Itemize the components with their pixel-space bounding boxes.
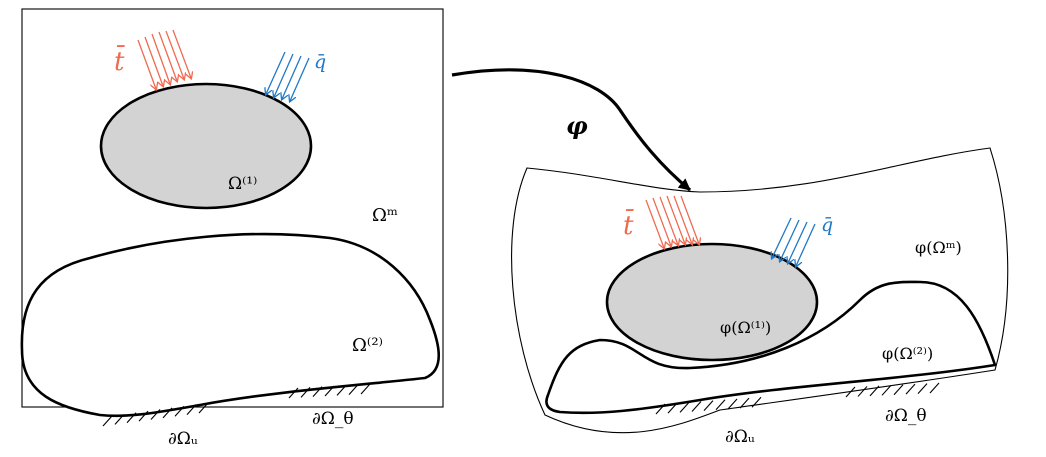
- deformed-inclusion-1: [605, 242, 819, 362]
- hatch-tick: [126, 412, 137, 424]
- reference-heat-flux-arrows: [266, 51, 310, 101]
- reference-domain-box: [21, 8, 444, 408]
- hatch-tick: [198, 402, 209, 414]
- reference-hatching: [102, 383, 371, 427]
- hatch-tick: [667, 402, 678, 414]
- mapping-label: φ: [566, 111, 588, 140]
- deformed-temperature-boundary-label: ∂Ω_θ: [885, 406, 927, 426]
- deformed-heat-flux-arrows: [772, 217, 816, 266]
- reference-displacement-boundary-label: ∂Ωᵤ: [168, 429, 198, 449]
- reference-inclusion-2-label: Ω⁽²⁾: [352, 335, 383, 356]
- reference-heat-flux-label: q̄: [314, 51, 326, 73]
- deformed-configuration: t̄ q̄ φ(Ωᵐ) φ(Ω⁽¹⁾) φ(Ω⁽²⁾) ∂Ωᵤ ∂Ω_θ: [511, 147, 1009, 447]
- reference-temperature-boundary-label: ∂Ω_θ: [312, 409, 354, 429]
- hatch-tick: [751, 396, 762, 408]
- hatch-tick: [138, 410, 149, 422]
- reference-inclusion-1-label: Ω⁽¹⁾: [228, 174, 257, 194]
- hatch-tick: [348, 384, 359, 396]
- hatch-tick: [288, 387, 299, 399]
- hatch-tick: [739, 397, 750, 409]
- hatch-tick: [150, 409, 161, 420]
- hatch-tick: [845, 386, 856, 398]
- hatch-tick: [715, 399, 726, 411]
- mapping-arrow: [451, 68, 692, 192]
- hatch-tick: [336, 384, 347, 396]
- deformed-hatching: [655, 382, 940, 415]
- deformed-matrix-label: φ(Ωᵐ): [915, 238, 962, 257]
- deformed-heat-flux-label: q̄: [821, 214, 833, 236]
- hatch-tick: [360, 383, 371, 395]
- reference-inclusion-1: [99, 82, 313, 210]
- deformed-inclusion-1-label: φ(Ω⁽¹⁾): [720, 318, 771, 337]
- hatch-tick: [102, 415, 113, 427]
- hatch-tick: [917, 383, 928, 394]
- deformed-domain-outline: [511, 147, 1009, 434]
- hatch-tick: [905, 383, 916, 395]
- hatch-tick: [312, 386, 323, 398]
- reference-matrix-label: Ωᵐ: [372, 205, 398, 226]
- hatch-tick: [881, 384, 892, 396]
- deformed-inclusion-2-label: φ(Ω⁽²⁾): [882, 344, 933, 363]
- hatch-tick: [655, 403, 666, 415]
- hatch-tick: [893, 384, 904, 396]
- hatch-tick: [114, 414, 125, 425]
- reference-inclusion-2: [20, 232, 440, 418]
- reference-traction-arrows: [137, 29, 191, 89]
- hatch-tick: [727, 398, 738, 410]
- deformed-inclusion-2: [545, 280, 997, 415]
- hatch-tick: [174, 405, 185, 417]
- hatch-tick: [691, 401, 702, 412]
- reference-configuration: t̄ q̄ Ω⁽¹⁾ Ωᵐ Ω⁽²⁾ ∂Ωᵤ ∂Ω_θ: [20, 8, 444, 449]
- hatch-tick: [703, 400, 714, 412]
- hatch-tick: [679, 401, 690, 413]
- deformed-traction-label: t̄: [623, 208, 635, 241]
- hatch-tick: [162, 407, 173, 419]
- hatch-tick: [324, 385, 335, 397]
- hatch-tick: [186, 404, 197, 415]
- deformed-displacement-boundary-label: ∂Ωᵤ: [725, 427, 755, 447]
- hatch-tick: [929, 382, 940, 394]
- hatch-tick: [300, 386, 311, 398]
- reference-traction-label: t̄: [114, 44, 126, 77]
- hatch-tick: [869, 385, 880, 397]
- hatch-tick: [857, 386, 868, 397]
- deformed-traction-arrows: [645, 195, 699, 248]
